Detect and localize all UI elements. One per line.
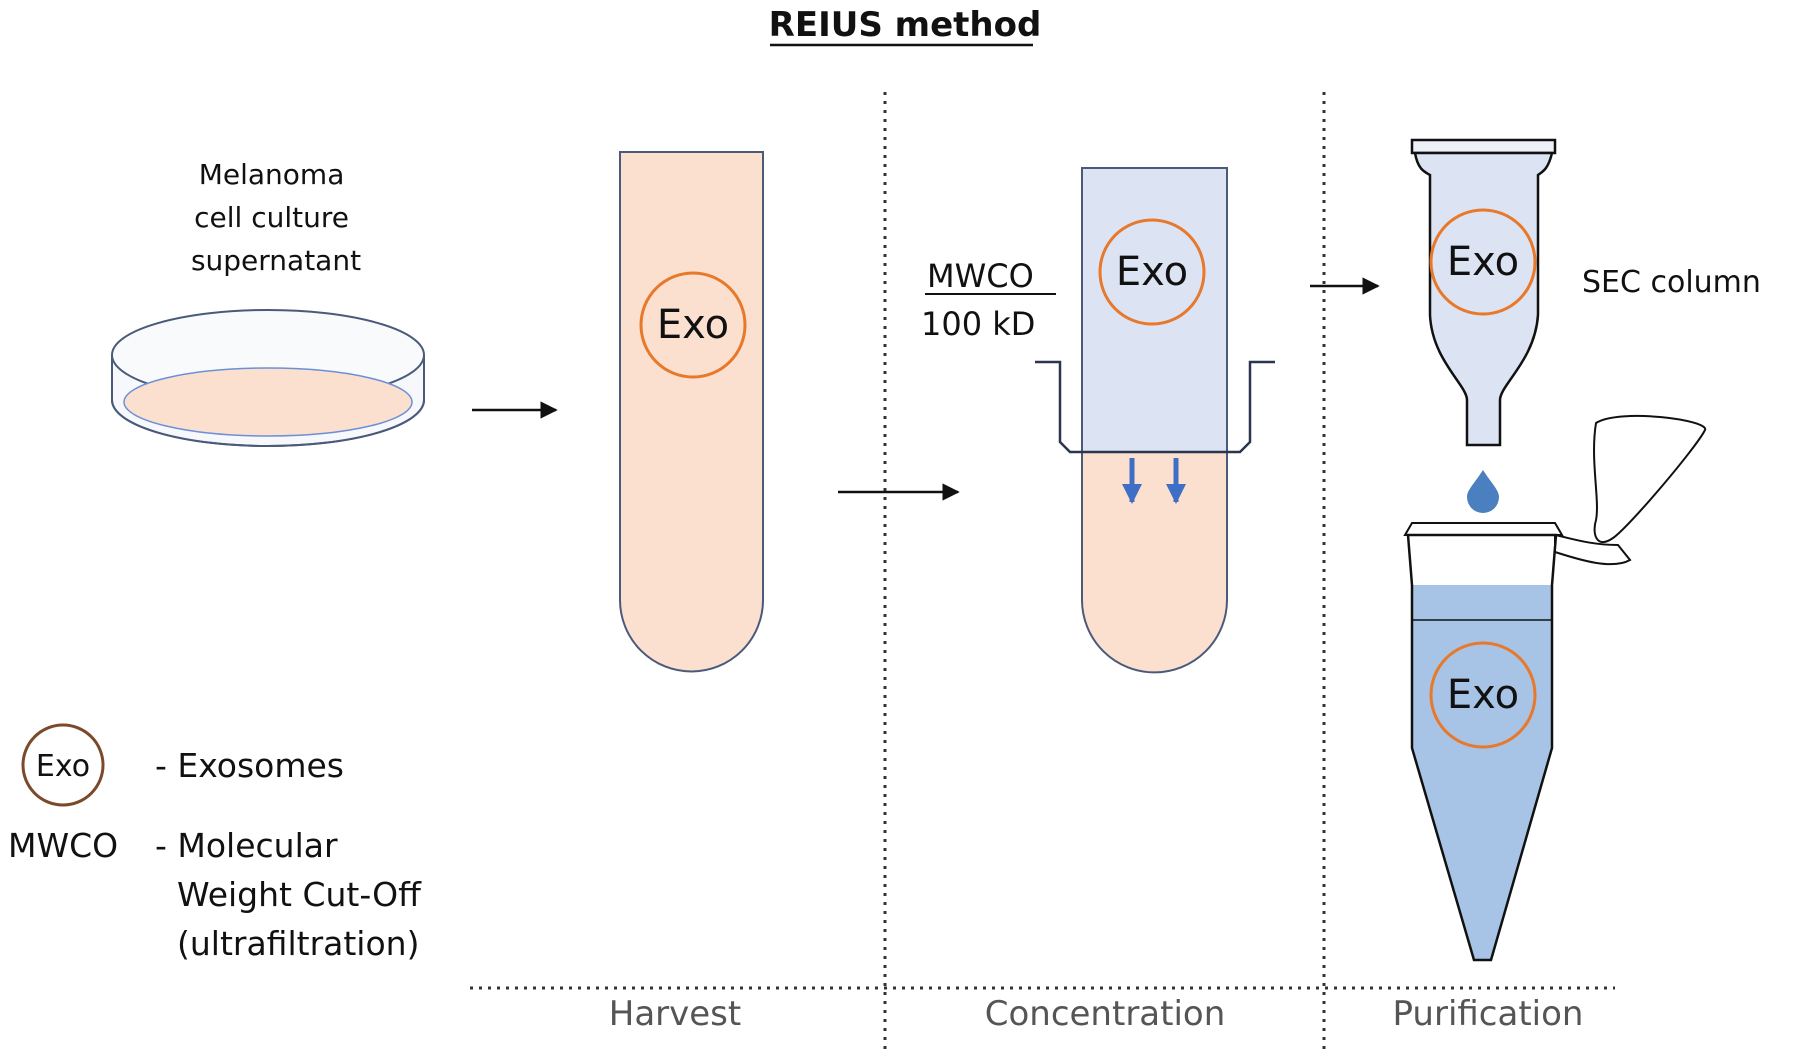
legend-exo-text: Exo — [36, 749, 90, 784]
exo-particle — [1098, 218, 1206, 326]
legend: Exo - Exosomes MWCO - Molecular Weight C… — [8, 723, 431, 963]
droplet-icon — [1467, 470, 1499, 513]
ultrafiltration-tube: Exo — [1035, 167, 1275, 674]
diagram-title: REIUS method — [769, 5, 1042, 45]
legend-mwco-description: - Molecular Weight Cut-Off (ultrafiltrat… — [155, 826, 431, 963]
exo-particle — [639, 271, 747, 379]
filter-insert — [1035, 360, 1275, 454]
exo-particle — [1429, 208, 1537, 316]
legend-exo-description: - Exosomes — [155, 746, 344, 785]
mwco-value: 100 kD — [921, 305, 1035, 343]
exo-label: Exo — [1447, 239, 1519, 285]
eppendorf-tube: Exo — [1403, 414, 1707, 962]
exo-label: Exo — [657, 302, 729, 348]
sec-column-label: SEC column — [1582, 265, 1761, 300]
petri-dish-icon — [111, 309, 425, 447]
legend-exo-symbol — [21, 723, 105, 807]
harvest-tube: Exo — [619, 151, 764, 673]
exo-particle — [1429, 641, 1537, 749]
exo-label: Exo — [1116, 249, 1188, 295]
stage-label-purification: Purification — [1393, 994, 1584, 1034]
sec-column: Exo — [1410, 138, 1557, 447]
mwco-heading: MWCO — [927, 257, 1034, 295]
stage-label-concentration: Concentration — [985, 994, 1226, 1034]
exo-label: Exo — [1447, 672, 1519, 718]
source-label: Melanoma cell culture supernatant — [191, 158, 361, 277]
stage-label-harvest: Harvest — [609, 994, 741, 1034]
eppendorf-lid — [1593, 414, 1707, 544]
legend-mwco-abbr: MWCO — [8, 826, 118, 865]
